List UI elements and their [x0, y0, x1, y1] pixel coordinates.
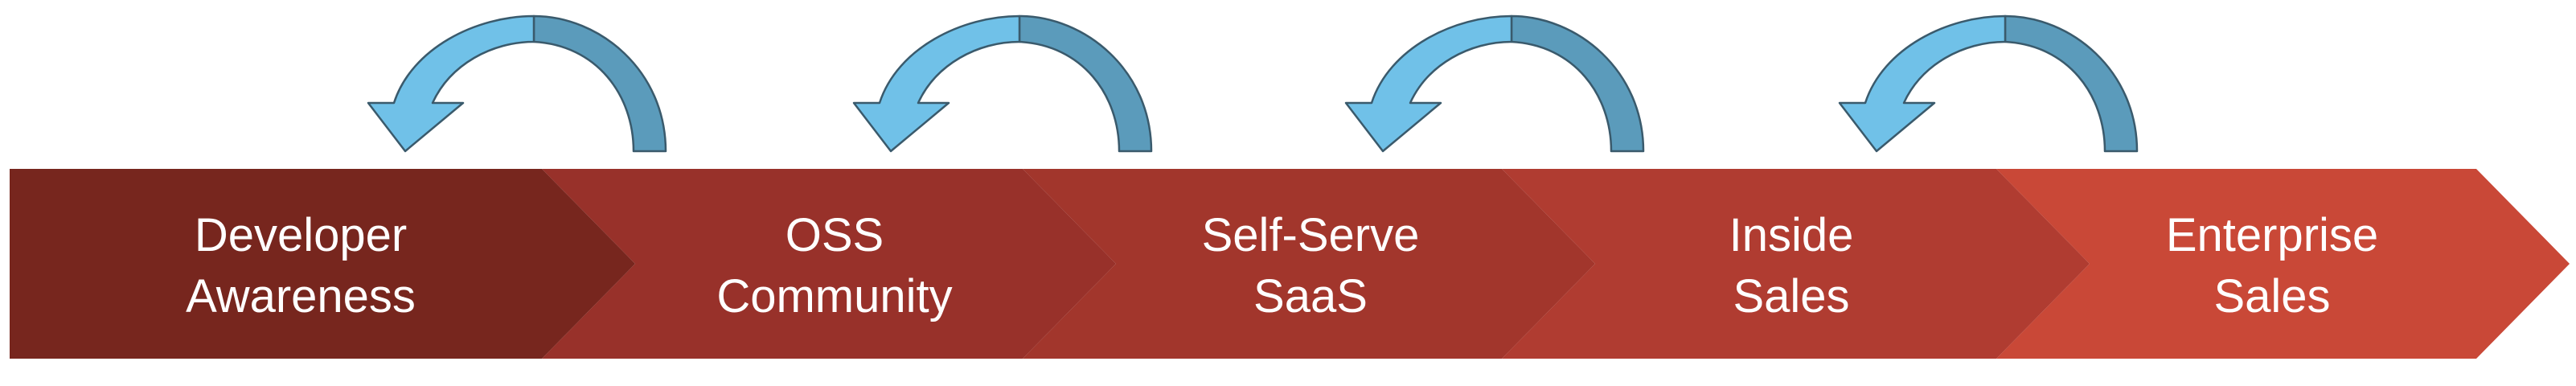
feedback-arrows: [367, 14, 2139, 153]
curved-arrow-icon: [367, 14, 667, 153]
stage-5-label-line2: Sales: [2213, 270, 2330, 322]
stage-1-label: Developer: [195, 209, 407, 261]
stage-4-inside-sales: [1502, 169, 2090, 359]
curved-arrow-icon: [852, 14, 1153, 153]
curved-arrow-icon: [1838, 14, 2139, 153]
stage-1-label-line2: Awareness: [186, 270, 416, 322]
stage-4-label: Inside: [1729, 209, 1854, 261]
stage-band: [10, 169, 2570, 359]
stage-1-developer-awareness: [10, 169, 635, 359]
stage-3-label: Self-Serve: [1202, 209, 1420, 261]
curved-arrow-icon: [1344, 14, 1645, 153]
stage-2-label: OSS: [786, 209, 884, 261]
stage-labels: Developer Awareness OSS Community Self-S…: [186, 209, 2378, 322]
stage-5-enterprise-sales: [1996, 169, 2570, 359]
stage-3-self-serve-saas: [1023, 169, 1595, 359]
stage-4-label-line2: Sales: [1733, 270, 1849, 322]
stage-2-label-line2: Community: [716, 270, 952, 322]
stage-5-label: Enterprise: [2166, 209, 2378, 261]
stage-2-oss-community: [542, 169, 1116, 359]
stage-3-label-line2: SaaS: [1253, 270, 1368, 322]
